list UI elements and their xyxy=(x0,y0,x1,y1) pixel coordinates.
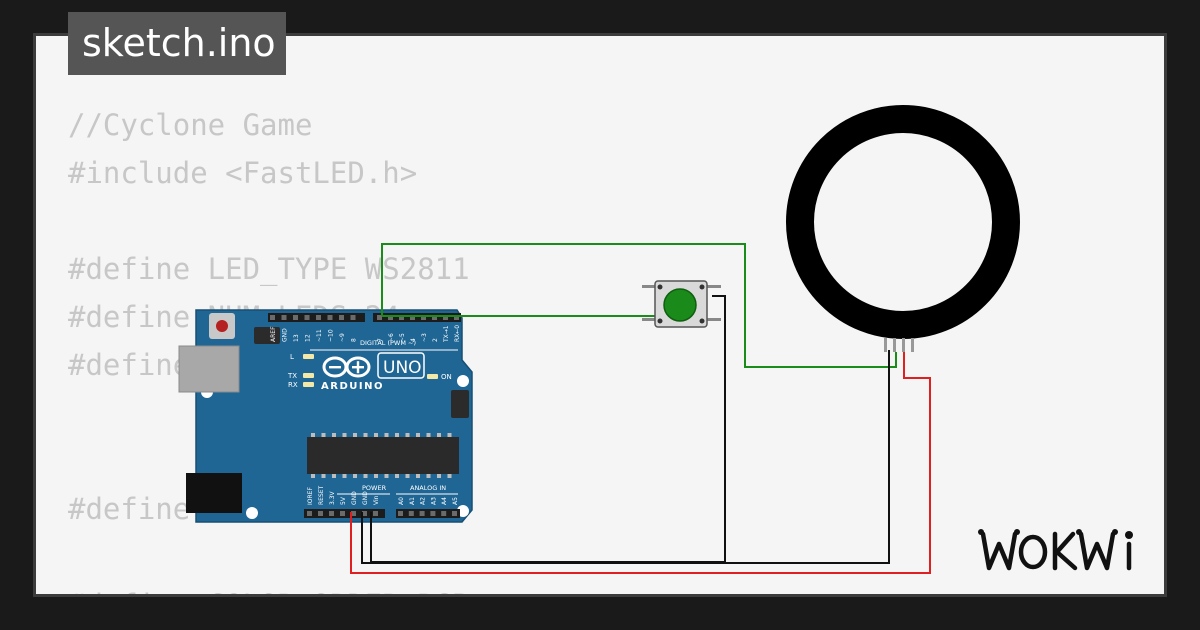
header-pin[interactable] xyxy=(281,315,287,320)
digital-pin-label: AREF xyxy=(270,326,277,342)
header-pin[interactable] xyxy=(410,315,415,320)
header-pin[interactable] xyxy=(304,315,310,320)
power-pin-label: GND xyxy=(362,491,369,505)
pushbutton[interactable] xyxy=(642,280,721,328)
power-pin-label: RESET xyxy=(318,485,325,505)
code-line[interactable]: #include <FastLED.h> xyxy=(68,156,418,190)
code-line[interactable]: #define xyxy=(68,348,191,382)
arduino-brand-label: ARDUINO xyxy=(321,381,384,392)
digital-pin-label: RX←0 xyxy=(454,325,461,342)
analog-pin-label: A5 xyxy=(452,497,459,505)
digital-header-right xyxy=(373,313,461,322)
wires xyxy=(350,243,931,574)
header-pin[interactable] xyxy=(362,511,367,516)
digital-pin-label: 8 xyxy=(351,338,358,342)
header-pin[interactable] xyxy=(377,315,382,320)
led-on xyxy=(427,374,438,379)
power-pin-label: Vin xyxy=(373,495,380,505)
digital-pin-label: ~6 xyxy=(388,333,395,342)
header-pin[interactable] xyxy=(430,511,436,516)
analog-pin-label: A1 xyxy=(409,497,416,505)
led-tx xyxy=(303,373,314,378)
digital-pin-label: 13 xyxy=(293,334,300,342)
code-line[interactable]: #define xyxy=(68,492,191,526)
analog-header xyxy=(396,509,460,518)
header-pin[interactable] xyxy=(307,511,312,516)
header-pin[interactable] xyxy=(339,315,344,320)
digital-pin-label: GND xyxy=(282,328,289,342)
atmega-chip xyxy=(307,437,459,474)
power-pin-label: 3.3V xyxy=(329,490,336,505)
digital-pin-label: TX→1 xyxy=(443,325,450,343)
arduino-logo-icon xyxy=(322,356,371,378)
wire-red-ring-5v[interactable] xyxy=(350,352,931,574)
indicator-rx-label: RX xyxy=(288,381,298,389)
power-pin-label: IOREF xyxy=(307,487,314,505)
header-pin[interactable] xyxy=(329,511,334,516)
code-line[interactable]: #define COLOR_ORDER RGB xyxy=(68,588,470,594)
header-pin[interactable] xyxy=(340,511,345,516)
header-pin[interactable] xyxy=(270,315,275,320)
digital-pin-label: ~3 xyxy=(421,333,428,342)
led-rx xyxy=(303,382,314,387)
analog-pin-label: A0 xyxy=(398,497,405,505)
indicator-l-label: L xyxy=(290,353,294,361)
power-pin-label: 5V xyxy=(340,496,347,505)
digital-pin-label: ~10 xyxy=(328,329,335,342)
wokwi-logo xyxy=(978,529,1133,571)
header-pin[interactable] xyxy=(399,315,404,320)
pushbutton-cap[interactable] xyxy=(663,288,697,322)
digital-pin-label: 4 xyxy=(410,338,417,342)
indicator-tx-label: TX xyxy=(287,372,297,380)
mounting-hole xyxy=(457,375,469,387)
power-pin-label: GND xyxy=(351,491,358,505)
header-pin[interactable] xyxy=(432,315,437,320)
neopixel-ring[interactable] xyxy=(786,105,1020,352)
digital-pin-label: 7 xyxy=(377,338,384,342)
digital-pin-label: 12 xyxy=(305,334,312,342)
header-pin[interactable] xyxy=(350,315,356,320)
mounting-hole xyxy=(246,507,258,519)
digital-pin-label: ~9 xyxy=(339,333,346,342)
header-pin[interactable] xyxy=(373,511,378,516)
header-pin[interactable] xyxy=(454,315,459,320)
digital-pwm-label: DIGITAL (PWM ~) xyxy=(360,339,416,347)
indicator-on-label: ON xyxy=(441,373,452,381)
usb-connector xyxy=(178,345,240,393)
header-pin[interactable] xyxy=(351,511,356,516)
header-pin[interactable] xyxy=(421,315,426,320)
header-pin[interactable] xyxy=(316,315,321,320)
wire-green-pin2-button[interactable] xyxy=(381,243,897,368)
power-jack xyxy=(186,473,242,513)
header-pin[interactable] xyxy=(318,511,323,516)
header-pin[interactable] xyxy=(443,315,448,320)
code-line[interactable]: //Cyclone Game xyxy=(68,108,313,142)
wire-black-ring-gnd[interactable] xyxy=(361,350,890,564)
arduino-uno-board[interactable]: AREF GND 13 12 ~11 ~10 ~9 8 7 ~6 ~5 4 ~3 2 TX→1 RX←0 DI… xyxy=(178,309,473,523)
header-pin[interactable] xyxy=(452,511,457,516)
board-model-label: UNO xyxy=(383,358,422,378)
power-label: POWER xyxy=(362,484,387,492)
header-pin[interactable] xyxy=(327,315,333,320)
digital-pin-label: 2 xyxy=(432,338,439,342)
header-pin[interactable] xyxy=(419,511,425,516)
header-pin[interactable] xyxy=(293,315,298,320)
digital-pin-label: ~5 xyxy=(399,333,406,342)
analog-pin-label: A4 xyxy=(441,497,448,505)
digital-pin-label: ~11 xyxy=(316,329,323,342)
analog-pin-label: A2 xyxy=(420,497,427,505)
header-pin[interactable] xyxy=(441,511,447,516)
header-pin[interactable] xyxy=(398,511,403,516)
analog-pin-label: A3 xyxy=(430,497,437,505)
analog-in-label: ANALOG IN xyxy=(410,484,446,492)
header-pin[interactable] xyxy=(408,511,414,516)
file-tab[interactable]: sketch.ino xyxy=(68,12,286,75)
header-pin[interactable] xyxy=(388,315,393,320)
led-l xyxy=(303,354,314,359)
